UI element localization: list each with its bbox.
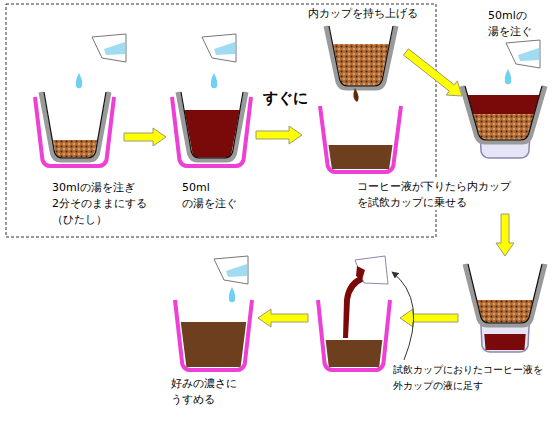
inner-cup-line: [468, 264, 542, 323]
note-text: すぐに: [262, 90, 309, 106]
callout-arrow: [392, 272, 414, 360]
step-caption: 好みの濃さに うすめる: [170, 376, 238, 408]
inner-cup-line: [44, 92, 106, 158]
coffee-extract: [468, 95, 540, 114]
inner-cup: [326, 26, 396, 88]
step-caption: 試飲カップにおりたコーヒー液を 外カップの液に足す: [392, 362, 544, 394]
step-caption: コーヒー液が下りたら内カップ を試飲カップに乗せる: [356, 178, 512, 210]
step-arrow: [124, 128, 166, 146]
coffee-grounds: [477, 300, 533, 323]
outer-cup: [172, 97, 251, 166]
step-caption: 30mlの湯を注ぎ 2分そのままにする （ひたし）: [51, 180, 148, 228]
step-caption: 50mlの 湯を注ぐ: [487, 8, 533, 40]
water-drop: [505, 69, 511, 84]
coffee-liquid: [326, 340, 383, 367]
water-drop: [211, 73, 217, 88]
inner-cup: [465, 264, 545, 325]
inner-cup-line: [181, 92, 243, 158]
coffee-extract: [184, 110, 239, 158]
kettle: [202, 34, 236, 62]
tasting-liquid: [356, 266, 365, 280]
outer-cup: [320, 106, 401, 172]
coffee-liquid: [181, 322, 246, 367]
outer-cup: [175, 300, 252, 370]
inner-cup-line: [329, 26, 393, 86]
step-arrow: [258, 309, 308, 327]
kettle: [506, 40, 540, 68]
kettle-water: [226, 264, 247, 277]
coffee-grounds: [333, 44, 389, 86]
kettle-water: [214, 42, 235, 55]
inner-cup: [178, 92, 246, 160]
coffee-grounds: [53, 140, 97, 158]
kettle: [92, 34, 126, 62]
step-caption: 50ml の湯を注ぐ: [181, 180, 238, 212]
kettle-water: [104, 42, 125, 55]
kettle: [214, 256, 248, 284]
water-drop: [229, 287, 235, 302]
coffee-drip: [353, 88, 358, 102]
tasting-liquid: [484, 334, 525, 350]
water-drop: [76, 73, 82, 88]
kettle-water: [518, 48, 539, 61]
inner-cup: [41, 92, 109, 160]
coffee-liquid: [328, 145, 392, 169]
inner-cup: [462, 86, 545, 142]
step-caption: 内カップを持ち上げる: [307, 6, 419, 22]
step-arrow: [400, 309, 458, 327]
outer-cup: [35, 97, 114, 166]
step-arrow: [496, 214, 514, 256]
inner-cup-line: [465, 86, 542, 140]
coffee-grounds: [473, 114, 534, 140]
pour-stream: [343, 276, 364, 338]
step-arrow: [404, 49, 462, 96]
outer-cup: [318, 300, 390, 370]
step-arrow: [256, 126, 302, 144]
tasting-cup-pouring: [355, 256, 388, 284]
